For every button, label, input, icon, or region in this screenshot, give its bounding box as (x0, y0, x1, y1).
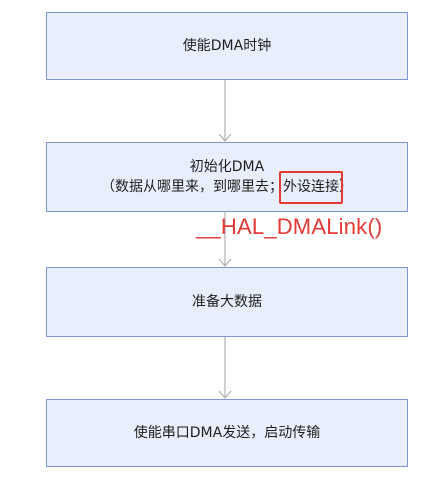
step-init-dma: 初始化DMA （数据从哪里来，到哪里去；外设连接） (46, 142, 408, 212)
step-sublabel-suffix: ） (339, 179, 353, 195)
step-sublabel-prefix: （数据从哪里来，到哪里去； (101, 179, 283, 195)
step-enable-dma-clock: 使能DMA时钟 (46, 12, 408, 80)
step-enable-uart-dma: 使能串口DMA发送，启动传输 (46, 399, 408, 467)
step-label: 准备大数据 (192, 294, 262, 310)
step-label: 使能串口DMA发送，启动传输 (133, 425, 321, 441)
flow-arrow (218, 80, 232, 142)
step-sublabel: （数据从哪里来，到哪里去；外设连接） (101, 171, 353, 204)
flow-arrow (218, 337, 232, 399)
step-sublabel-highlight: 外设连接 (283, 179, 339, 195)
highlight-peripheral-link: 外设连接 (279, 171, 343, 204)
step-label: 使能DMA时钟 (182, 38, 272, 54)
step-label: 初始化DMA (189, 159, 265, 175)
annotation-hal-dma-link: __HAL_DMALink() (196, 214, 383, 239)
step-prepare-data: 准备大数据 (46, 267, 408, 337)
flow-arrow (218, 212, 232, 267)
